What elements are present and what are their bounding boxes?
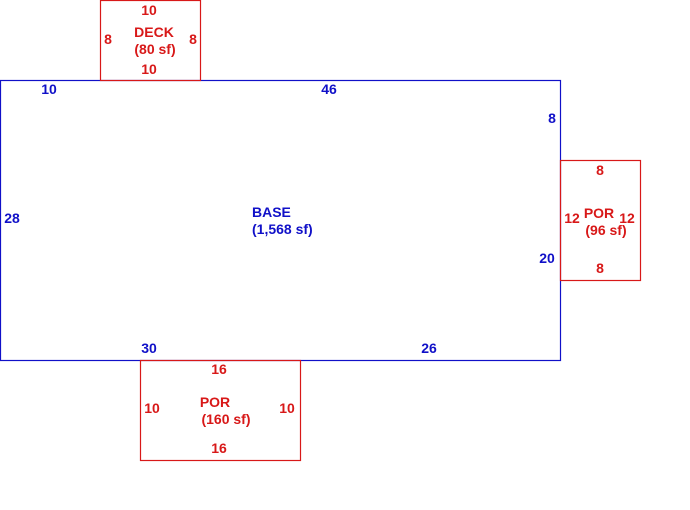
base-dim-top-main: 46 <box>321 81 337 97</box>
base-area: (1,568 sf) <box>252 221 313 237</box>
porch-right-outline <box>559 159 642 282</box>
porch-bottom-dim-top: 16 <box>211 361 227 377</box>
porch-right-label: POR <box>584 205 614 221</box>
porch-bottom-area: (160 sf) <box>201 411 250 427</box>
base-label: BASE <box>252 204 291 220</box>
porch-bottom-dim-right: 10 <box>279 400 295 416</box>
deck-dim-left: 8 <box>104 31 112 47</box>
deck-dim-top: 10 <box>141 2 157 18</box>
deck-dim-bottom: 10 <box>141 61 157 77</box>
porch-right-dim-left: 12 <box>564 210 580 226</box>
porch-bottom-outline <box>139 359 302 462</box>
deck-area: (80 sf) <box>134 41 175 57</box>
deck-dim-right: 8 <box>189 31 197 47</box>
porch-bottom-label: POR <box>200 394 230 410</box>
base-dim-bottom-left: 30 <box>141 340 157 356</box>
base-dim-left: 28 <box>4 210 20 226</box>
porch-bottom-dim-bottom: 16 <box>211 440 227 456</box>
porch-right-dim-bottom: 8 <box>596 260 604 276</box>
base-dim-top-left: 10 <box>41 81 57 97</box>
base-dim-right-lower: 20 <box>539 250 555 266</box>
porch-bottom-dim-left: 10 <box>144 400 160 416</box>
deck-label: DECK <box>134 24 174 40</box>
base-dim-bottom-right: 26 <box>421 340 437 356</box>
deck-outline <box>99 0 202 82</box>
porch-right-dim-right: 12 <box>619 210 635 226</box>
base-dim-right-upper: 8 <box>548 110 556 126</box>
porch-right-area: (96 sf) <box>585 222 626 238</box>
porch-right-dim-top: 8 <box>596 162 604 178</box>
